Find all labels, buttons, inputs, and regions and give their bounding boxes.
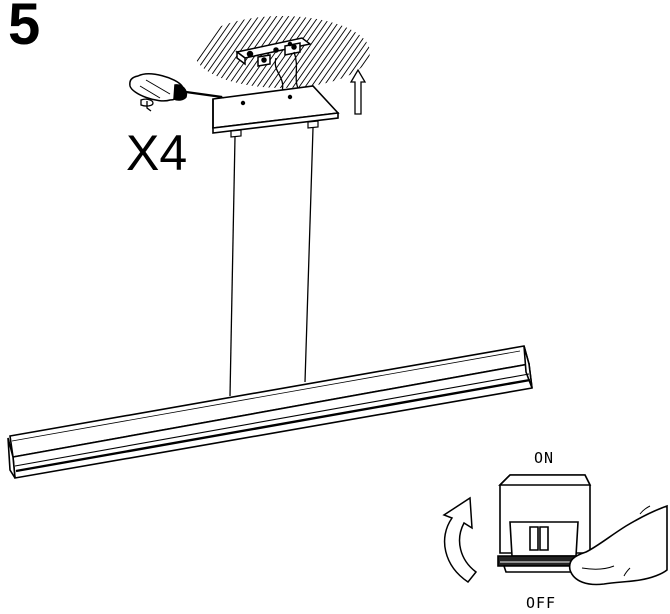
hand-icon	[568, 504, 668, 586]
canopy	[212, 85, 340, 138]
hatch-line	[398, 0, 468, 100]
hatch-line	[374, 0, 444, 100]
hatch-line	[367, 16, 370, 88]
rotate-arrow-icon	[442, 496, 478, 584]
suspension-cable	[304, 127, 314, 383]
step-number: 5	[8, 0, 41, 57]
hatch-line	[404, 0, 474, 100]
up-arrow-icon	[349, 68, 367, 115]
screw-icon	[140, 98, 154, 112]
hatch-line	[386, 0, 456, 100]
hatch-line	[392, 0, 462, 100]
hatch-line	[380, 0, 450, 100]
wire	[274, 57, 284, 93]
screw-quantity-label: X4	[126, 125, 188, 181]
switch-off-label: OFF	[526, 594, 557, 612]
pendant-bar	[7, 345, 533, 479]
switch-on-label: ON	[534, 449, 555, 467]
suspension-cable	[229, 136, 236, 397]
mounting-bracket	[235, 37, 312, 67]
ceiling-hatch-icon	[194, 0, 474, 100]
screwdriver-icon	[129, 73, 225, 102]
wall-switch	[497, 474, 592, 573]
hatch-line	[361, 16, 370, 88]
